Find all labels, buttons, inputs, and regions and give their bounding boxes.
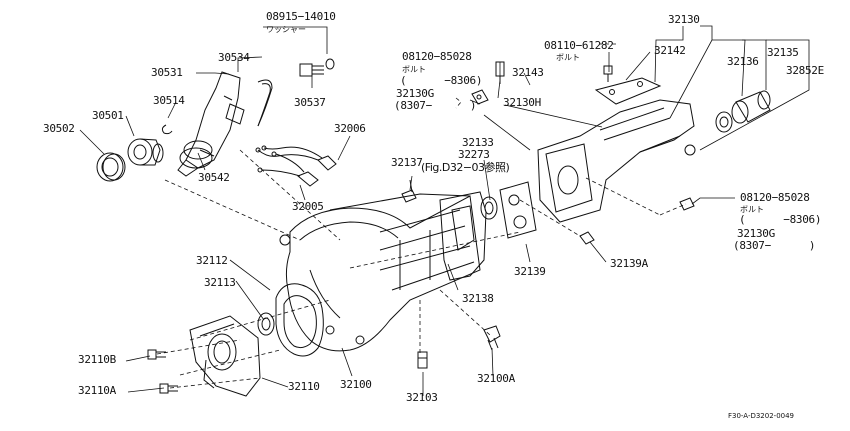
label-32112: 32112 [196, 254, 228, 267]
bolt-32137 [401, 179, 417, 203]
label-32100: 32100 [340, 378, 372, 391]
label-32139A: 32139A [610, 257, 648, 270]
label-30502: 30502 [43, 122, 75, 135]
label-32100A: 32100A [477, 372, 515, 385]
spring-30534 [257, 79, 273, 127]
label-32852E: 32852E [786, 64, 824, 77]
assembly-dashed-lines [156, 43, 687, 389]
release-fork-30531 [177, 71, 245, 177]
leader-lines [79, 25, 810, 396]
label-32113: 32113 [204, 276, 236, 289]
label-bolt-jp-c: ボルト [740, 205, 764, 214]
label-32110A: 32110A [78, 384, 116, 397]
label-32143: 32143 [512, 66, 544, 79]
center-plate-32138 [439, 191, 487, 281]
bearing-30501 [127, 138, 164, 166]
label-washer-jp: ワッシャー [266, 25, 306, 34]
label-range-b-a: (8307− ) [394, 99, 477, 112]
bolt-08120-85028-b [679, 197, 695, 211]
front-cover-32110 [189, 315, 261, 397]
label-range-a: ( −8306) [400, 74, 483, 87]
label-32110: 32110 [288, 380, 320, 393]
label-32005: 32005 [292, 200, 324, 213]
label-30501: 30501 [92, 109, 124, 122]
label-32135: 32135 [767, 46, 799, 59]
label-range-b-b: (8307− ) [733, 239, 816, 252]
switch-32005 [257, 151, 319, 187]
extension-housing-32130 [537, 99, 696, 223]
label-32130: 32130 [668, 13, 700, 26]
label-bolt-jp-a: ボルト [402, 65, 426, 74]
gasket-32139 [499, 181, 537, 239]
label-08915-14010: 08915−14010 [266, 10, 336, 23]
label-32103: 32103 [406, 391, 438, 404]
label-32138: 32138 [462, 292, 494, 305]
bolt-08120-85028-a [495, 61, 505, 84]
label-08120-85028-a: 08120−85028 [402, 50, 472, 63]
label-32139: 32139 [514, 265, 546, 278]
label-32130G-a: 32130G [396, 87, 434, 100]
oil-seal-32113 [257, 312, 275, 336]
diagram-code: F30-A-D3202-0049 [728, 412, 795, 420]
label-32273: 32273 [458, 148, 490, 161]
pivot-bolt-30537 [299, 58, 335, 77]
label-32137: 32137 [391, 156, 423, 169]
plug-32100A [483, 325, 501, 351]
bearing-32273 [480, 196, 498, 220]
gasket-32112 [275, 283, 324, 357]
bushing-32136 [715, 111, 733, 133]
label-30542: 30542 [198, 171, 230, 184]
clutch-housing-32100 [279, 193, 481, 352]
label-30534: 30534 [218, 51, 250, 64]
label-30537: 30537 [294, 96, 326, 109]
label-32130H: 32130H [503, 96, 541, 109]
bolt-32110A [159, 383, 178, 394]
bolt-32139A [579, 231, 595, 245]
label-fig-ref: (Fig.D32−03参照) [421, 161, 510, 174]
bracket-32130H [471, 89, 489, 105]
clip-30514 [161, 124, 173, 135]
dowel-32103 [417, 351, 428, 369]
label-32110B: 32110B [78, 353, 116, 366]
label-32136: 32136 [727, 55, 759, 68]
label-08110-61282: 08110−61282 [544, 39, 614, 52]
seal-30502 [96, 152, 126, 182]
label-30514: 30514 [153, 94, 185, 107]
bolt-08110-61282 [603, 65, 613, 82]
label-range-b: ( −8306) [739, 213, 822, 226]
switch-32006 [255, 145, 337, 171]
label-32130G-b: 32130G [737, 227, 775, 240]
seal-32135 [731, 90, 771, 124]
label-30531: 30531 [151, 66, 183, 79]
label-32006: 32006 [334, 122, 366, 135]
label-08120-85028-b: 08120−85028 [740, 191, 810, 204]
cover-plate-32142 [594, 77, 662, 105]
label-32142: 32142 [654, 44, 686, 57]
label-32133: 32133 [462, 136, 494, 149]
bolt-32110B [147, 349, 166, 360]
label-bolt-jp-b: ボルト [556, 53, 580, 62]
